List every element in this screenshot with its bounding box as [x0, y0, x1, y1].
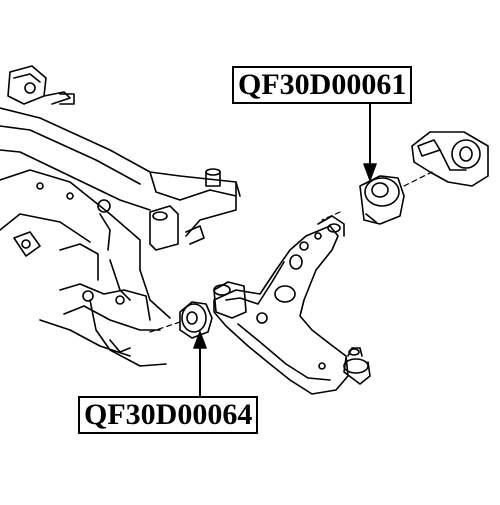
bracket-illustration	[411, 131, 489, 187]
subframe-illustration	[0, 65, 241, 367]
rear-axis-line-left	[321, 211, 341, 221]
alignment-lines	[149, 171, 433, 333]
part-number-label-top: QF30D00061	[232, 66, 413, 104]
rear-bushing-illustration	[359, 175, 405, 225]
front-axis-line	[149, 321, 181, 333]
front-bushing-illustration	[179, 301, 213, 339]
part-number-label-bottom: QF30D00064	[78, 396, 259, 434]
leader-top	[363, 99, 377, 181]
control-arm-illustration	[213, 215, 349, 395]
leader-bottom	[193, 331, 207, 397]
ball-joint-illustration	[343, 347, 371, 385]
rear-axis-line-right	[403, 171, 433, 187]
